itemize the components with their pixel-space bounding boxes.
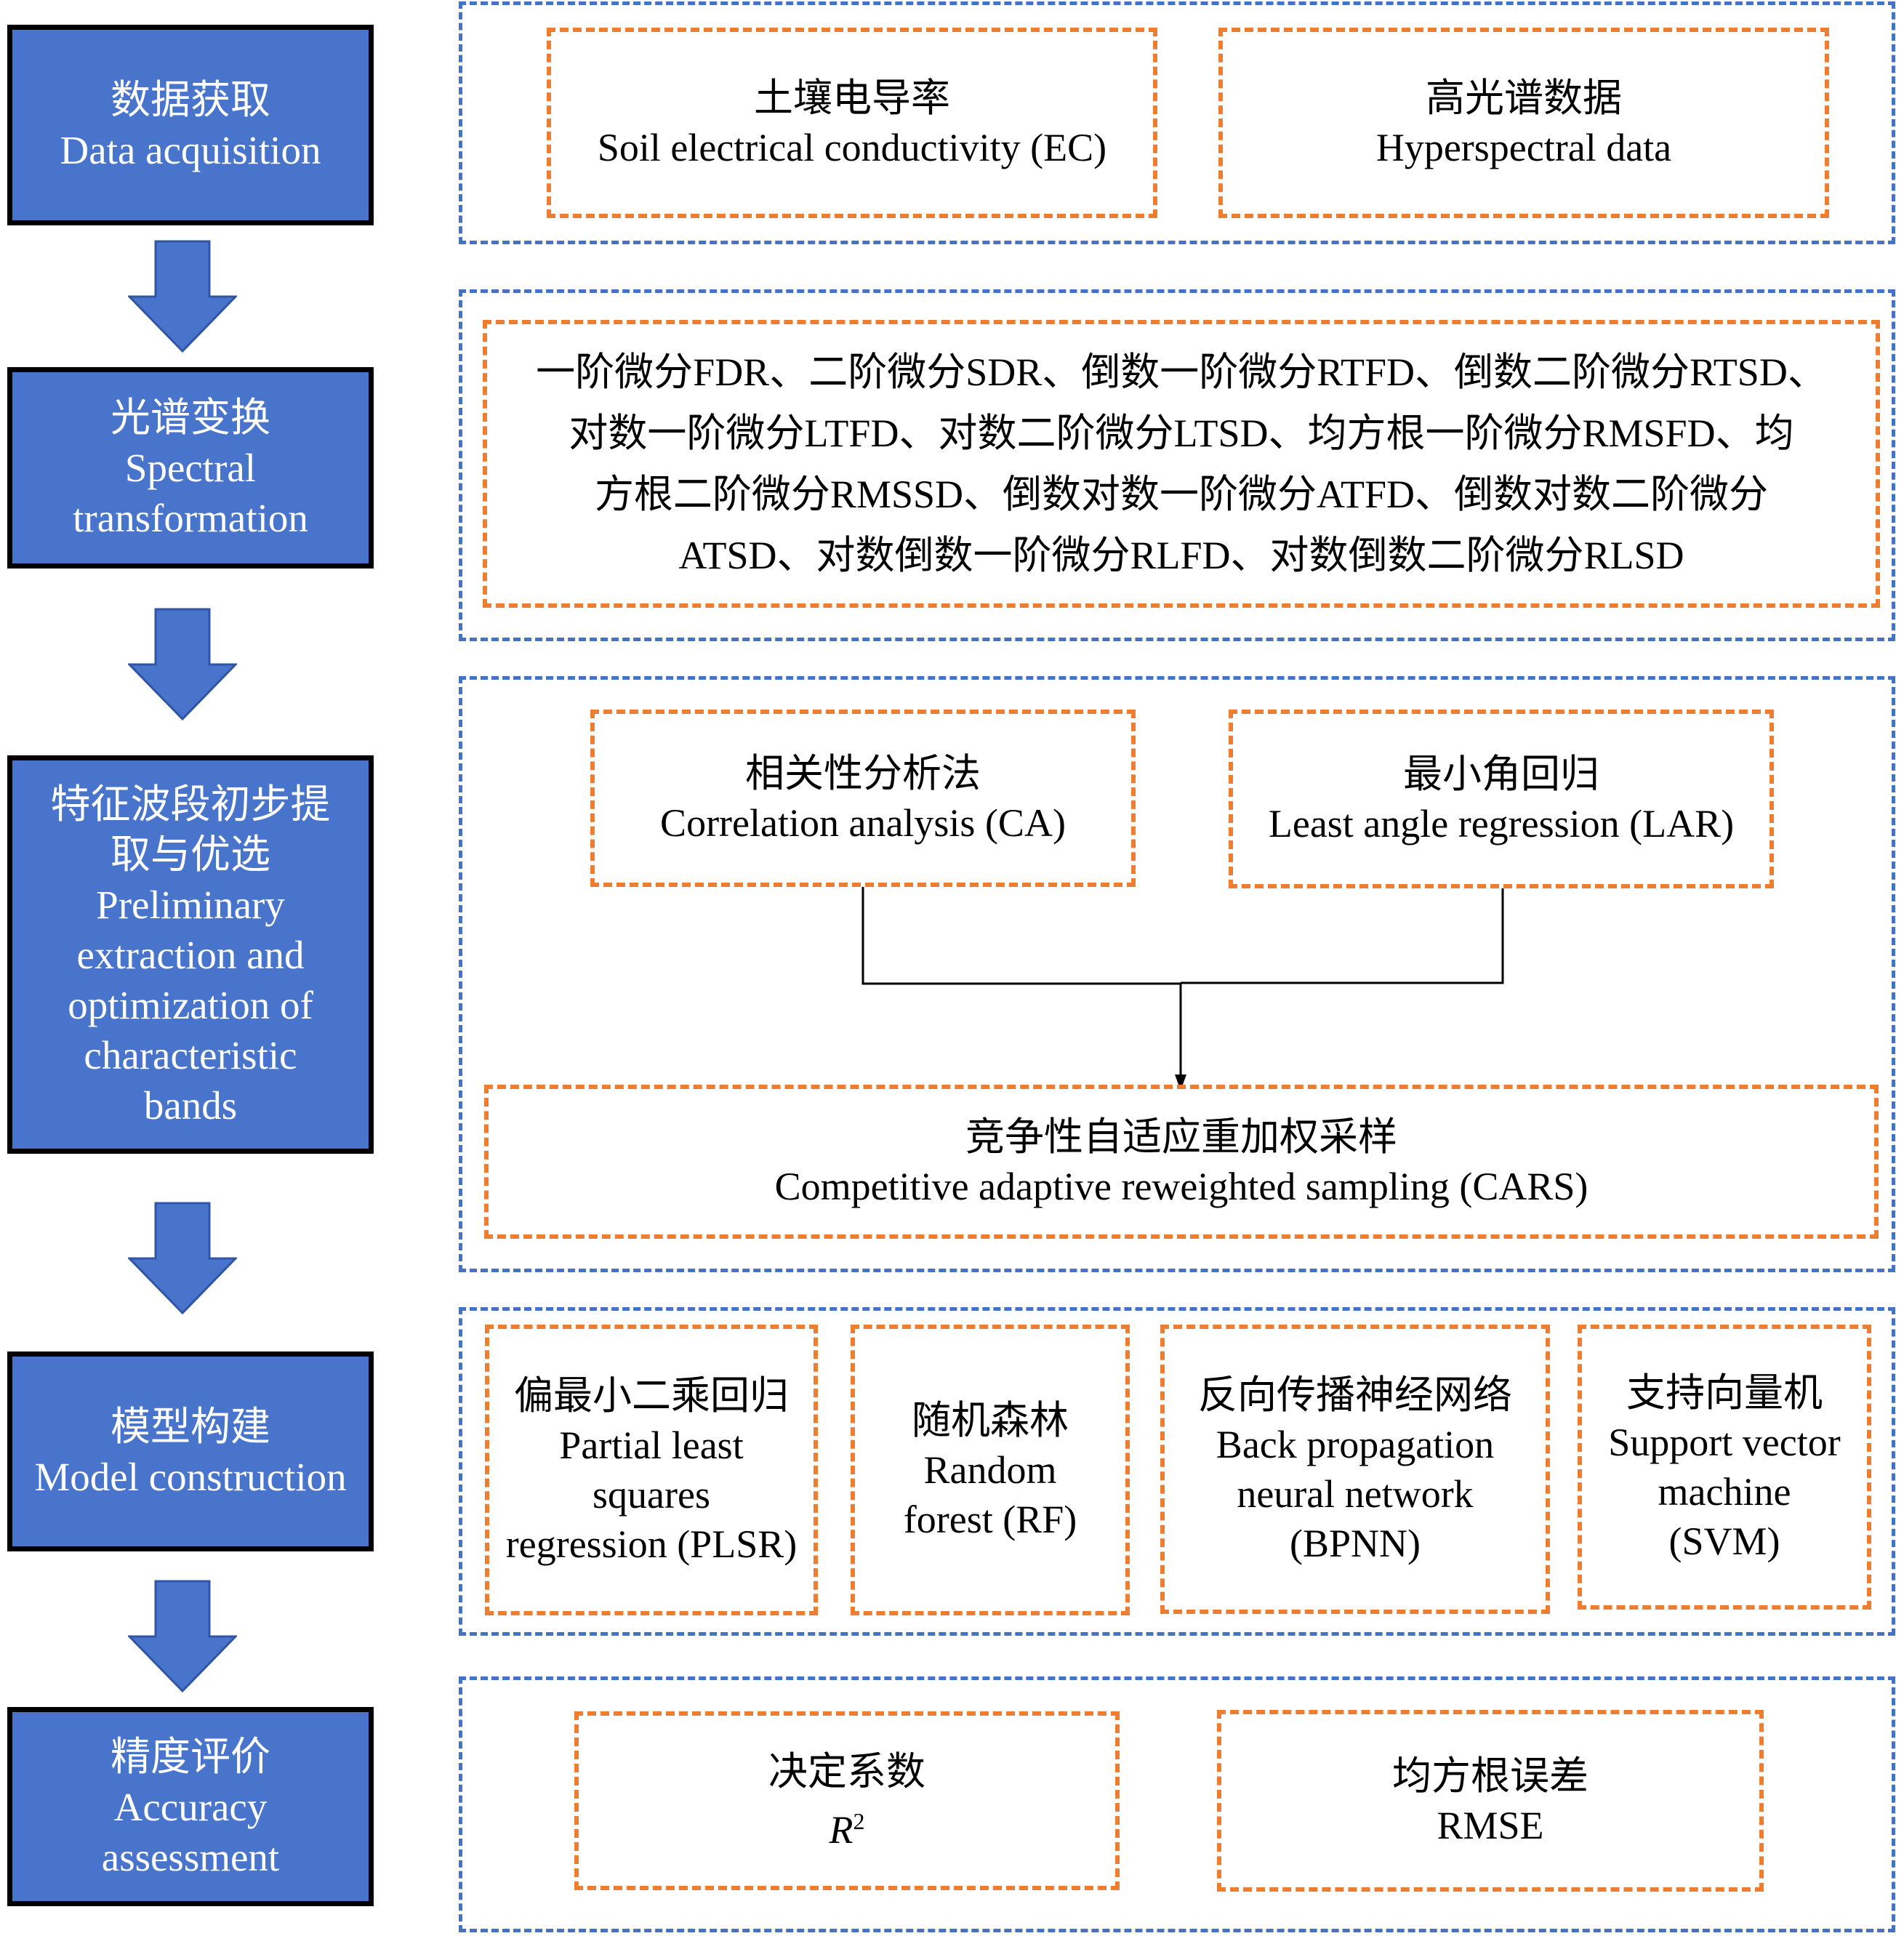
down-arrow-icon — [128, 608, 237, 720]
box-label-zh: 支持向量机 — [1626, 1371, 1823, 1415]
box-correlation-analysis: 相关性分析法 Correlation analysis (CA) — [590, 710, 1136, 887]
box-label-en: Least angle regression (LAR) — [1268, 802, 1735, 846]
section-data-acquisition — [459, 1, 1895, 244]
r-symbol: R — [829, 1808, 853, 1852]
box-model-rf: 随机森林 Random forest (RF) — [851, 1325, 1130, 1615]
box-hyperspectral: 高光谱数据 Hyperspectral data — [1218, 28, 1829, 218]
box-r-squared: 决定系数 R2 — [574, 1711, 1120, 1890]
box-label-en: (SVM) — [1668, 1519, 1780, 1563]
stage-title-en: Data acquisition — [60, 128, 321, 172]
box-cars: 竞争性自适应重加权采样 Competitive adaptive reweigh… — [484, 1085, 1879, 1239]
box-label-en: RMSE — [1437, 1804, 1544, 1847]
stage-data-acquisition: 数据获取 Data acquisition — [7, 25, 374, 225]
transform-line: 一阶微分FDR、二阶微分SDR、倒数一阶微分RTFD、倒数二阶微分RTSD、 — [536, 350, 1827, 394]
box-label-zh: 高光谱数据 — [1426, 76, 1622, 120]
stage-title-en: extraction and — [76, 932, 305, 977]
box-label-zh: 决定系数 — [768, 1750, 925, 1794]
stage-title-en: Preliminary — [96, 882, 285, 927]
box-label-zh: 最小角回归 — [1403, 752, 1599, 796]
transform-line: 对数一阶微分LTFD、对数二阶微分LTSD、均方根一阶微分RMSFD、均 — [569, 411, 1794, 455]
section-model-construction — [459, 1307, 1895, 1636]
stage-title-en: optimization of — [68, 982, 313, 1027]
box-label-en: machine — [1658, 1470, 1791, 1514]
box-label-zh: 土壤电导率 — [754, 76, 950, 120]
stage-accuracy-assessment: 精度评价 Accuracy assessment — [7, 1707, 374, 1906]
box-soil-ec: 土壤电导率 Soil electrical conductivity (EC) — [547, 28, 1157, 218]
stage-title-zh: 精度评价 — [110, 1734, 270, 1779]
stage-title-en: assessment — [101, 1834, 280, 1879]
box-model-bpnn: 反向传播神经网络 Back propagation neural network… — [1160, 1325, 1550, 1614]
transform-line: ATSD、对数倒数一阶微分RLFD、对数倒数二阶微分RLSD — [678, 534, 1684, 577]
box-label-en: Partial least — [559, 1423, 744, 1467]
r-superscript: 2 — [853, 1808, 865, 1834]
stage-title-zh: 模型构建 — [110, 1404, 270, 1449]
box-label-en: regression (PLSR) — [505, 1522, 798, 1566]
box-label-zh: 偏最小二乘回归 — [514, 1374, 789, 1418]
box-label-en: squares — [593, 1473, 710, 1517]
box-model-svm: 支持向量机 Support vector machine (SVM) — [1578, 1325, 1871, 1610]
box-rmse: 均方根误差 RMSE — [1217, 1710, 1764, 1892]
stage-title-zh: 特征波段初步提 — [50, 782, 331, 827]
box-label-en: forest (RF) — [903, 1498, 1077, 1541]
section-accuracy-assessment — [459, 1676, 1895, 1932]
box-label-en: R2 — [830, 1796, 865, 1855]
down-arrow-icon — [128, 1580, 237, 1692]
stage-title-zh: 光谱变换 — [110, 395, 270, 440]
box-label-zh: 相关性分析法 — [745, 752, 981, 795]
stage-title-en: bands — [143, 1083, 238, 1128]
box-label-zh: 均方根误差 — [1392, 1754, 1588, 1798]
box-least-angle-regression: 最小角回归 Least angle regression (LAR) — [1229, 710, 1774, 888]
box-label-en: Back propagation — [1216, 1423, 1495, 1466]
box-label-en: Random — [923, 1448, 1057, 1492]
box-label-zh: 竞争性自适应重加权采样 — [965, 1115, 1397, 1159]
stage-title-en: Spectral — [124, 446, 257, 490]
down-arrow-icon — [128, 1202, 237, 1314]
stage-title-zh: 取与优选 — [110, 832, 270, 877]
stage-band-selection: 特征波段初步提 取与优选 Preliminary extraction and … — [7, 755, 374, 1154]
box-label-zh: 反向传播神经网络 — [1198, 1373, 1512, 1417]
down-arrow-icon — [128, 240, 237, 353]
box-label-en: (BPNN) — [1289, 1522, 1421, 1565]
transform-line: 方根二阶微分RMSSD、倒数对数一阶微分ATFD、倒数对数二阶微分 — [594, 473, 1769, 516]
stage-title-en: characteristic — [84, 1032, 297, 1077]
box-label-en: Correlation analysis (CA) — [660, 801, 1066, 845]
section-spectral-transformation — [459, 289, 1895, 641]
stage-title-en: Accuracy — [113, 1784, 268, 1829]
box-label-zh: 随机森林 — [912, 1399, 1069, 1442]
box-model-plsr: 偏最小二乘回归 Partial least squares regression… — [485, 1325, 818, 1615]
stage-spectral-transformation: 光谱变换 Spectral transformation — [7, 367, 374, 569]
stage-title-en: transformation — [73, 496, 308, 540]
stage-title-zh: 数据获取 — [110, 78, 270, 122]
box-label-en: neural network — [1237, 1472, 1474, 1516]
stage-model-construction: 模型构建 Model construction — [7, 1351, 374, 1551]
box-label-en: Hyperspectral data — [1375, 126, 1672, 169]
section-band-selection — [459, 676, 1895, 1272]
box-spectral-transforms: 一阶微分FDR、二阶微分SDR、倒数一阶微分RTFD、倒数二阶微分RTSD、 对… — [483, 320, 1880, 608]
box-label-en: Competitive adaptive reweighted sampling… — [774, 1165, 1588, 1208]
box-label-en: Soil electrical conductivity (EC) — [597, 126, 1107, 169]
stage-title-en: Model construction — [34, 1454, 347, 1499]
box-label-en: Support vector — [1608, 1421, 1841, 1464]
